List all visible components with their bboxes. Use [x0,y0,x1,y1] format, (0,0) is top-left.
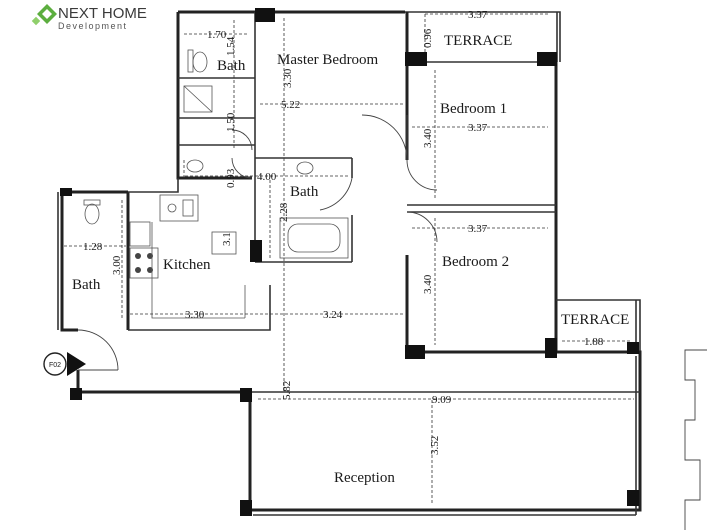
dim-label: 5.22 [281,99,300,111]
dim-label: 1.70 [207,29,227,41]
terrace-right-label: TERRACE [561,312,629,328]
dimension-lines [64,13,634,505]
dim-label: 3.40 [422,274,434,294]
reception-label: Reception [334,470,395,486]
dim-label: 0.93 [225,168,237,188]
dim-label: 3.1 [221,232,233,246]
interior-walls [178,12,640,393]
dim-label: 3.52 [429,436,441,455]
columns [60,8,639,516]
entrance-marker: F02 [43,352,86,376]
dim-label: 3.37 [468,223,488,235]
master-bedroom-label: Master Bedroom [277,52,379,68]
logo-mark-icon [31,4,57,26]
dim-label: 1.50 [225,112,237,132]
exterior-walls [57,10,642,516]
dimension-labels: 1.70 1.54 3.30 5.22 1.50 0.96 3.37 3.37 … [83,9,604,455]
bedroom1-label: Bedroom 1 [440,101,507,117]
dim-label: 2.28 [278,202,290,222]
adjacent-structure [684,349,707,530]
dim-label: 0.96 [422,28,434,48]
bath-left-label: Bath [72,277,101,293]
logo-brand: NEXT HOME [58,5,147,22]
dim-label: 3.37 [468,9,488,21]
dim-label: 3.37 [468,122,488,134]
fixtures [83,49,349,319]
dim-label: 3.30 [282,68,294,88]
entrance-tag: F02 [49,362,61,369]
room-labels: Master Bedroom TERRACE Bedroom 1 Bedroom… [72,33,629,486]
stove-icon [129,247,159,279]
terrace-top-label: TERRACE [444,33,512,49]
dim-label: 1.54 [225,36,237,56]
dim-label: 1.88 [584,336,604,348]
doors [77,114,438,371]
bath-top-label: Bath [217,58,246,74]
kitchen-label: Kitchen [163,257,211,273]
dim-label: 3.00 [111,255,123,275]
logo-subtitle: Development [58,21,128,31]
company-logo: NEXT HOME Development [31,4,147,31]
dim-label: 9.09 [432,394,452,406]
dim-label: 3.24 [323,309,343,321]
dim-label: 3.30 [185,309,205,321]
dim-label: 4.00 [257,171,277,183]
dim-label: 3.40 [422,128,434,148]
dim-label: 1.28 [83,241,103,253]
bedroom2-label: Bedroom 2 [442,254,509,270]
bath-mid-label: Bath [290,184,319,200]
dim-label: 5.82 [281,381,293,400]
